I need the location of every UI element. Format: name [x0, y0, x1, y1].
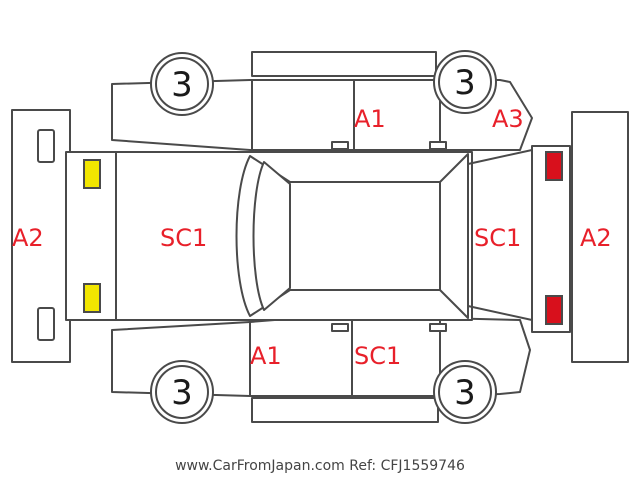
wheel-front-lower: 3 — [150, 360, 214, 424]
front-bumper: A2 — [11, 109, 71, 363]
top-view-body — [65, 145, 571, 333]
upper-rear-fender-code: A3 — [492, 105, 524, 133]
lower-door-code: SC1 — [354, 342, 401, 370]
upper-side-view: A1 A3 — [111, 51, 533, 184]
wheel-rear-lower: 3 — [433, 360, 497, 424]
wheel-front-upper-count: 3 — [171, 65, 193, 105]
wheel-front-lower-count: 3 — [171, 373, 193, 413]
wheel-rear-upper: 3 — [433, 50, 497, 114]
watermark-footer: www.CarFromJapan.com Ref: CFJ1559746 — [175, 458, 465, 474]
lower-front-fender-code: A1 — [250, 342, 282, 370]
rear-bumper: A2 — [571, 111, 629, 363]
hood-code: SC1 — [160, 224, 207, 252]
upper-door-code: A1 — [354, 105, 386, 133]
headlight-marker-upper — [83, 159, 101, 189]
trunk-code: SC1 — [474, 224, 521, 252]
wheel-rear-upper-count: 3 — [454, 63, 476, 103]
wheel-front-upper: 3 — [150, 52, 214, 116]
rear-bumper-code: A2 — [580, 224, 612, 252]
taillight-marker-upper — [545, 151, 563, 181]
taillight-marker-lower — [545, 295, 563, 325]
wheel-rear-lower-count: 3 — [454, 373, 476, 413]
front-bumper-code: A2 — [12, 224, 44, 252]
headlight-marker-lower — [83, 283, 101, 313]
